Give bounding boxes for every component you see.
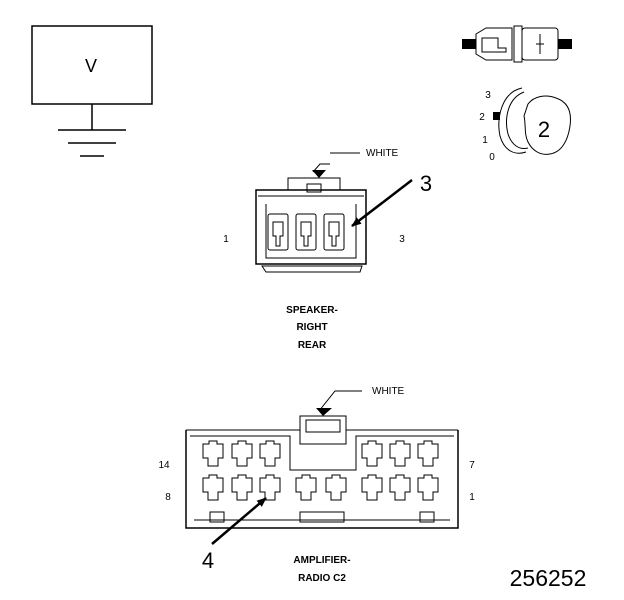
cavity-bottom-1 bbox=[202, 474, 224, 501]
switch-pos-1: 1 bbox=[482, 135, 488, 146]
speaker-color-label: WHITE bbox=[366, 148, 399, 159]
amplifier-cavities bbox=[202, 440, 439, 501]
switch-pos-0: 0 bbox=[489, 152, 495, 163]
switch-position-icon: 3 2 1 0 2 bbox=[479, 87, 571, 163]
figure-id: 256252 bbox=[510, 565, 587, 591]
amplifier-pin-top-left: 14 bbox=[158, 460, 170, 471]
amplifier-pin-bottom-right: 1 bbox=[469, 492, 475, 503]
speaker-callout-number: 3 bbox=[420, 171, 432, 196]
cavity-bottom-2 bbox=[231, 474, 253, 501]
amplifier-name-line-2: RADIO C2 bbox=[298, 573, 346, 584]
amplifier-name-line-1: AMPLIFIER- bbox=[293, 555, 350, 566]
amplifier-callout-number: 4 bbox=[202, 548, 214, 573]
speaker-connector: WHITE 1 3 3 SPEAKER- RIGHT REAR bbox=[223, 148, 432, 351]
cavity-top-right-1 bbox=[361, 440, 383, 467]
cavity-bottom-3 bbox=[259, 474, 281, 501]
amplifier-color-label: WHITE bbox=[372, 386, 405, 397]
speaker-name-line-3: REAR bbox=[298, 340, 327, 351]
cavity-top-left-3 bbox=[259, 440, 281, 467]
switch-selected-position: 2 bbox=[538, 117, 550, 142]
amplifier-connector: WHITE 14 7 8 1 4 AMPLIFIER- RADIO C2 bbox=[158, 386, 475, 584]
switch-pos-3: 3 bbox=[485, 90, 491, 101]
amplifier-callout-arrow bbox=[211, 497, 267, 545]
cavity-bottom-7 bbox=[389, 474, 411, 501]
cavity-top-left-1 bbox=[202, 440, 224, 467]
cavity-top-right-3 bbox=[417, 440, 439, 467]
speaker-name-line-2: RIGHT bbox=[296, 322, 327, 333]
cavity-top-left-2 bbox=[231, 440, 253, 467]
voltmeter-symbol: V bbox=[31, 25, 153, 157]
switch-pos-2: 2 bbox=[479, 112, 485, 123]
ground-icon bbox=[58, 104, 126, 157]
connector-pair-icon bbox=[462, 25, 572, 63]
cavity-bottom-5 bbox=[325, 474, 347, 501]
amplifier-pin-bottom-left: 8 bbox=[165, 492, 171, 503]
cavity-top-right-2 bbox=[389, 440, 411, 467]
cavity-bottom-6 bbox=[361, 474, 383, 501]
meter-label: V bbox=[85, 56, 97, 76]
cavity-bottom-4 bbox=[295, 474, 317, 501]
cavity-bottom-8 bbox=[417, 474, 439, 501]
amplifier-pin-top-right: 7 bbox=[469, 460, 475, 471]
speaker-callout-arrow bbox=[351, 179, 413, 227]
speaker-pin-right: 3 bbox=[399, 234, 405, 245]
speaker-pin-left: 1 bbox=[223, 234, 229, 245]
speaker-name-line-1: SPEAKER- bbox=[286, 305, 338, 316]
